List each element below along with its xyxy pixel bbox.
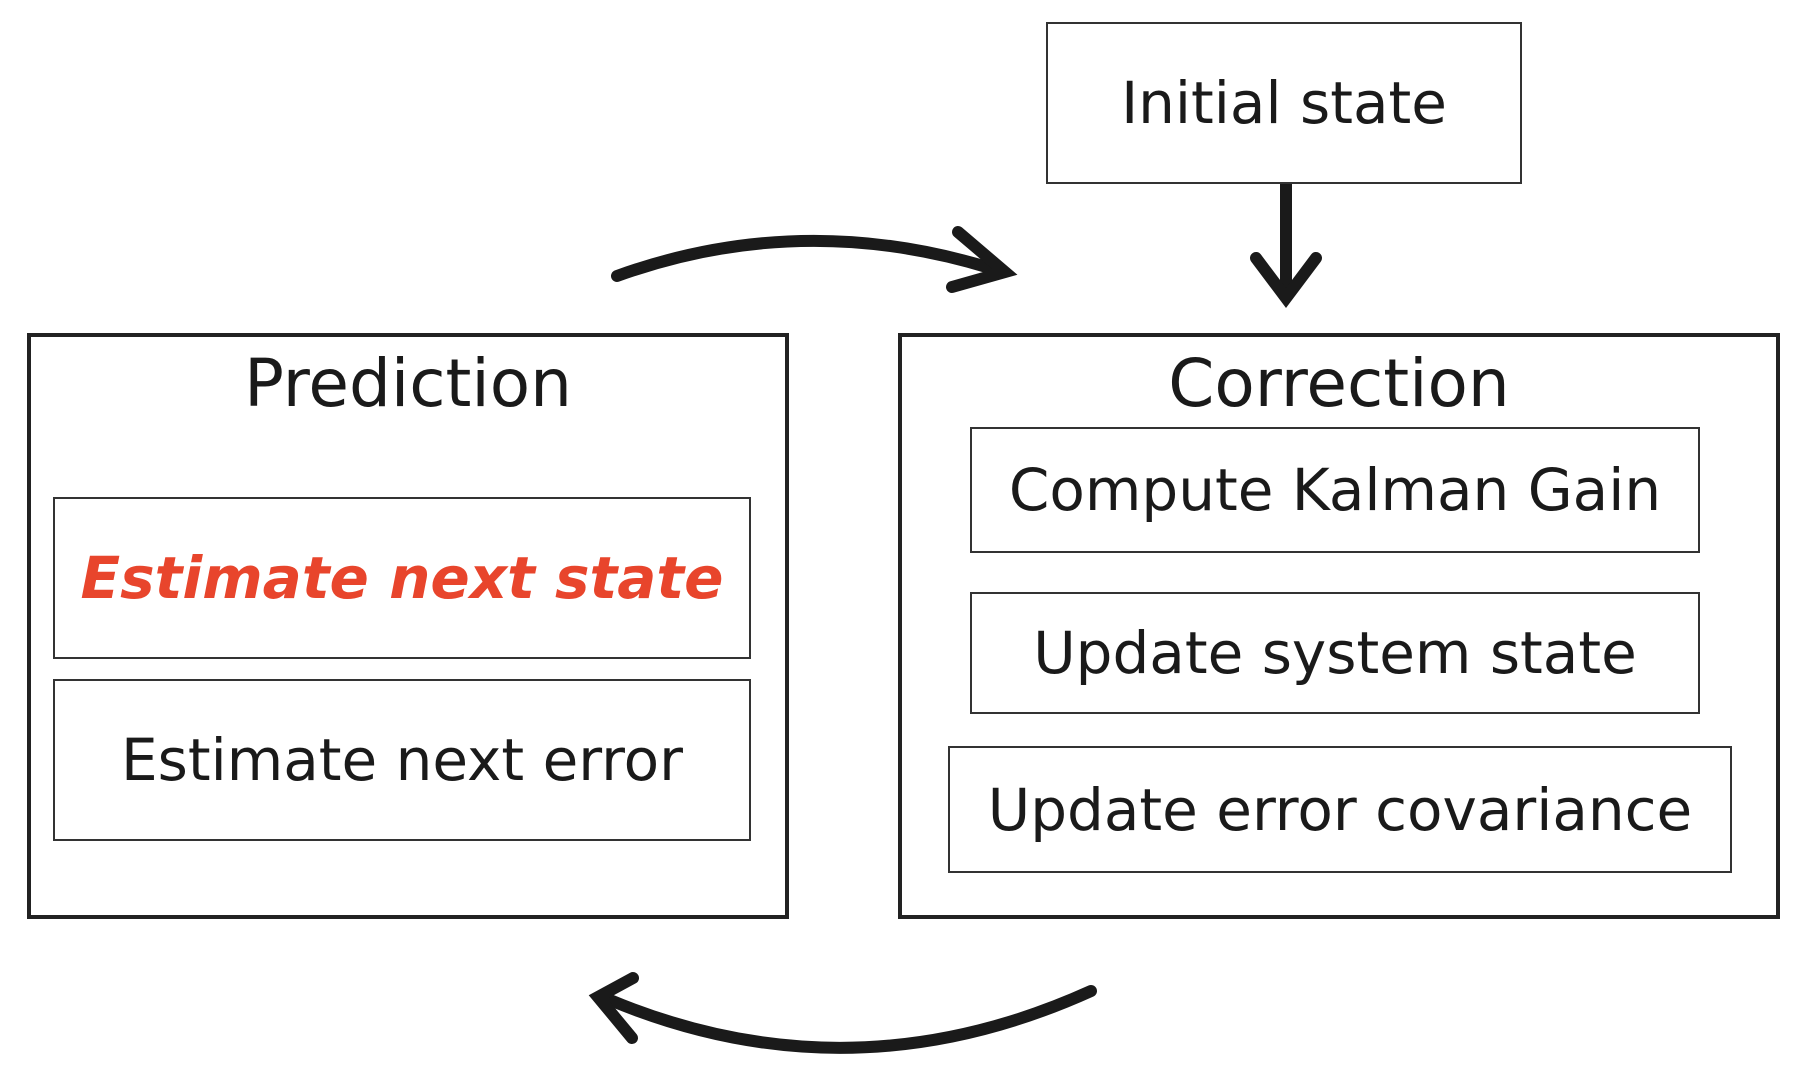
initial-state-box: Initial state xyxy=(1046,22,1522,184)
prediction-step-estimate-state: Estimate next state xyxy=(53,497,751,659)
update-covariance-label: Update error covariance xyxy=(987,775,1693,844)
prediction-title: Prediction xyxy=(244,345,572,422)
correction-step-update-covariance: Update error covariance xyxy=(948,746,1732,873)
estimate-state-label: Estimate next state xyxy=(80,544,724,612)
arrow-initial-to-correction xyxy=(1250,183,1322,308)
initial-state-label: Initial state xyxy=(1121,69,1447,137)
prediction-step-estimate-error: Estimate next error xyxy=(53,679,751,841)
correction-step-kalman-gain: Compute Kalman Gain xyxy=(970,427,1700,553)
estimate-error-label: Estimate next error xyxy=(121,726,683,794)
arrow-prediction-to-correction xyxy=(611,226,1018,293)
kalman-gain-label: Compute Kalman Gain xyxy=(1008,456,1662,524)
update-state-label: Update system state xyxy=(1033,619,1637,687)
correction-step-update-state: Update system state xyxy=(970,592,1700,714)
correction-title: Correction xyxy=(1168,345,1510,422)
arrow-correction-to-prediction xyxy=(588,972,1097,1054)
